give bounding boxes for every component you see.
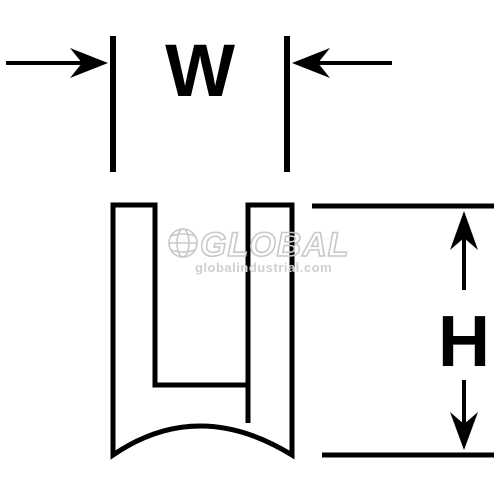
width-arrowhead-right (292, 48, 330, 78)
watermark: GLOBAL globalindustrial.com (168, 225, 350, 275)
channel-profile (110, 202, 295, 460)
watermark-brand: GLOBAL (200, 226, 350, 264)
width-dimension (6, 36, 392, 172)
globe-icon (168, 228, 198, 258)
height-arrowhead-top (450, 211, 478, 250)
width-arrowhead-left (70, 48, 108, 78)
height-arrowhead-bottom (450, 412, 478, 450)
width-label: W (165, 29, 235, 112)
height-dimension (312, 203, 494, 458)
height-label: H (438, 302, 490, 382)
watermark-site: globalindustrial.com (195, 260, 332, 275)
